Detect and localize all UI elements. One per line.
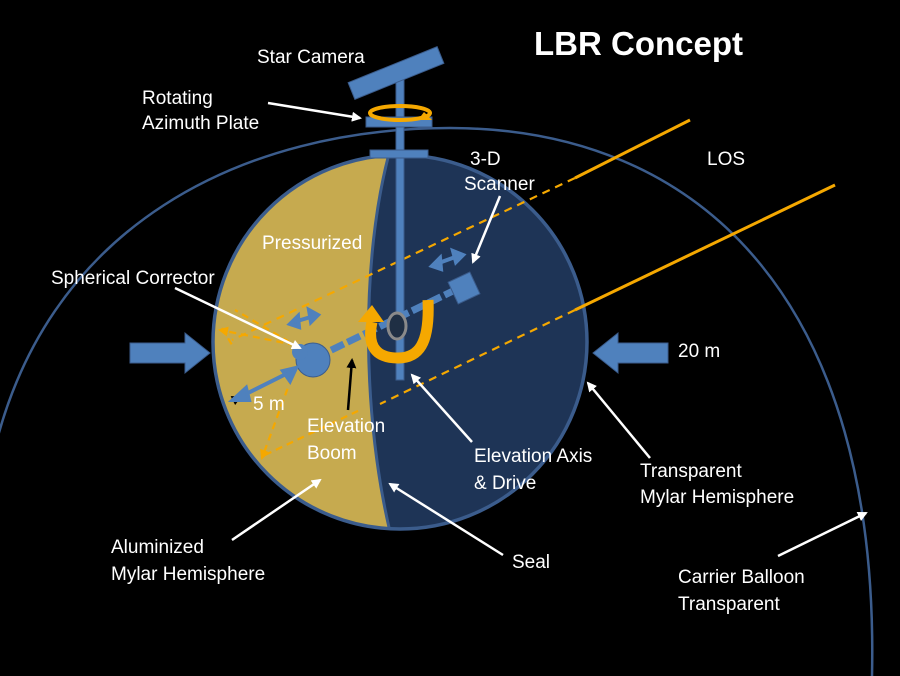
scanner-box	[447, 271, 481, 305]
label-mylar-hemisphere-right: Mylar Hemisphere	[640, 487, 794, 508]
label-star-camera: Star Camera	[257, 47, 365, 68]
label-azimuth-plate: Azimuth Plate	[142, 113, 259, 134]
label-pressurized: Pressurized	[262, 233, 362, 254]
azimuth-plate	[365, 116, 433, 128]
label-boom: Boom	[307, 443, 357, 464]
carrier-balloon-outline	[0, 126, 874, 676]
pressure-arrows	[129, 331, 669, 375]
mast	[347, 46, 445, 381]
label-elevation-axis: Elevation Axis	[474, 446, 592, 467]
label-carrier-transparent: Transparent	[678, 594, 780, 615]
label-rotating: Rotating	[142, 88, 213, 109]
label-spherical-corrector: Spherical Corrector	[51, 268, 215, 289]
label-los: LOS	[707, 149, 745, 170]
label-5m: 5 m	[253, 394, 285, 415]
label-mylar-hemisphere-left: Mylar Hemisphere	[111, 564, 265, 585]
label-aluminized: Aluminized	[111, 537, 204, 558]
star-camera	[347, 46, 445, 100]
label-elevation: Elevation	[307, 416, 385, 437]
label-scanner: Scanner	[464, 174, 535, 195]
label-3d: 3-D	[470, 149, 501, 170]
label-seal: Seal	[512, 552, 550, 573]
left-pressure-arrow	[129, 331, 211, 375]
label-transparent: Transparent	[640, 461, 742, 482]
leader-arrows	[174, 101, 868, 558]
diagram-title: LBR Concept	[534, 25, 743, 62]
motion-arrows	[227, 247, 467, 406]
elevation-drive	[358, 299, 434, 364]
right-pressure-arrow	[592, 331, 669, 375]
azimuth-rotation-icon	[368, 104, 432, 122]
label-carrier-balloon: Carrier Balloon	[678, 567, 805, 588]
label-drive: & Drive	[474, 473, 536, 494]
label-20m: 20 m	[678, 341, 720, 362]
